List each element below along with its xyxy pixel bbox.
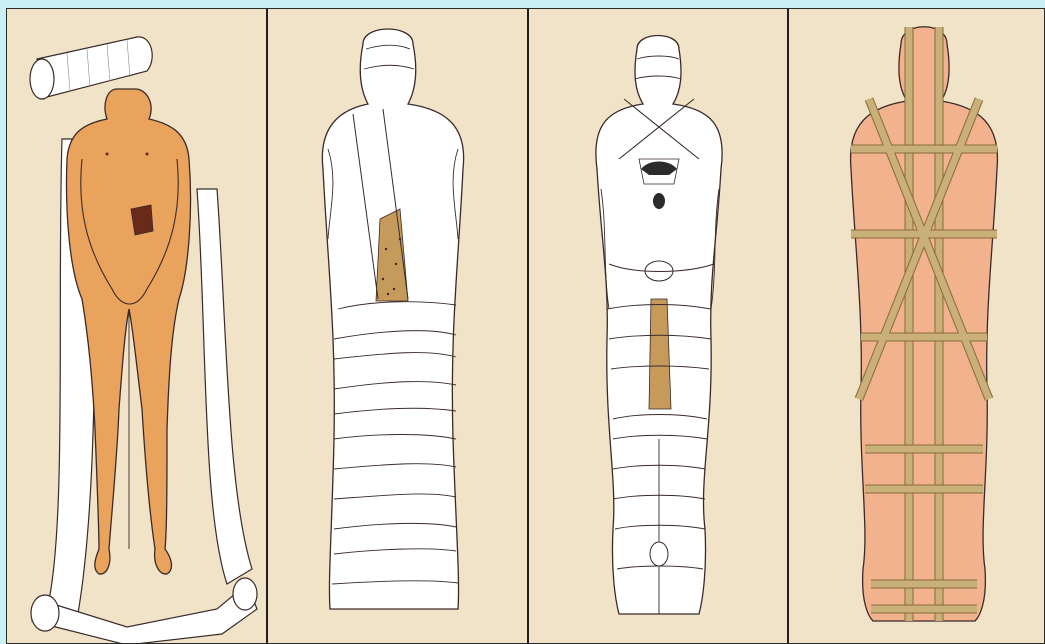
panel-3 [529, 9, 787, 644]
first-wrapping-illustration [268, 9, 527, 644]
crossed-bandage-illustration [529, 9, 787, 644]
panel-1 [7, 9, 267, 644]
shrouded-mummy-illustration [789, 9, 1045, 644]
panel-4 [789, 9, 1045, 644]
illustration-board [6, 8, 1045, 644]
panel-2 [268, 9, 527, 644]
unwrapped-body-illustration [7, 9, 267, 644]
